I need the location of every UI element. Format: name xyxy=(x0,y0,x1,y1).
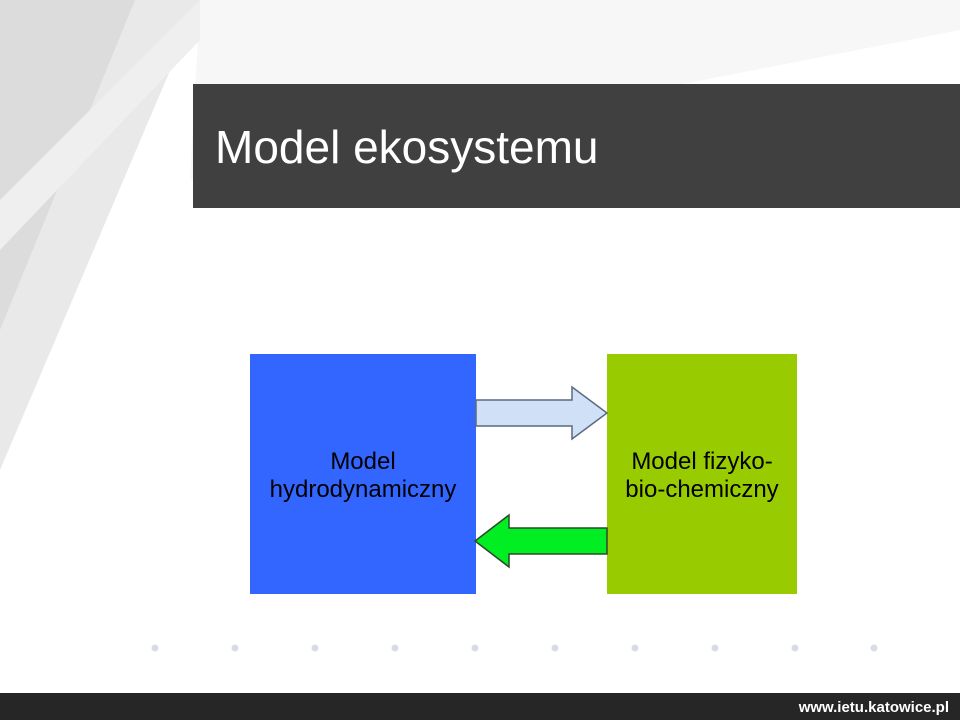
physico-label-line1: Model fizyko- xyxy=(631,448,773,475)
decorative-dot xyxy=(711,644,719,652)
decorative-dot xyxy=(791,644,799,652)
hydrodynamic-label-line2: hydrodynamiczny xyxy=(269,476,457,503)
arrow-left-icon xyxy=(473,513,608,569)
decorative-dot xyxy=(311,644,319,652)
title-bar: Model ekosystemu xyxy=(193,84,960,208)
decorative-dot xyxy=(151,644,159,652)
physico-label-line2: bio-chemiczny xyxy=(625,476,779,503)
decorative-dot xyxy=(391,644,399,652)
decorative-dot xyxy=(551,644,559,652)
arrow-right-icon xyxy=(475,385,609,441)
physico-biochemical-model-label: Model fizyko- bio-chemiczny xyxy=(580,448,824,504)
bg-band-edge xyxy=(0,0,200,250)
decorative-dot xyxy=(870,644,878,652)
hydrodynamic-model-box xyxy=(250,354,476,594)
footer-url: www.ietu.katowice.pl xyxy=(798,699,949,716)
page-title: Model ekosystemu xyxy=(215,121,599,173)
decorative-dot xyxy=(631,644,639,652)
decorative-dot xyxy=(471,644,479,652)
footer-bar: www.ietu.katowice.pl xyxy=(0,693,960,720)
physico-biochemical-model-box xyxy=(607,354,797,594)
decorative-dot xyxy=(231,644,239,652)
hydrodynamic-model-label: Model hydrodynamiczny xyxy=(250,448,476,504)
hydrodynamic-label-line1: Model xyxy=(330,448,396,475)
